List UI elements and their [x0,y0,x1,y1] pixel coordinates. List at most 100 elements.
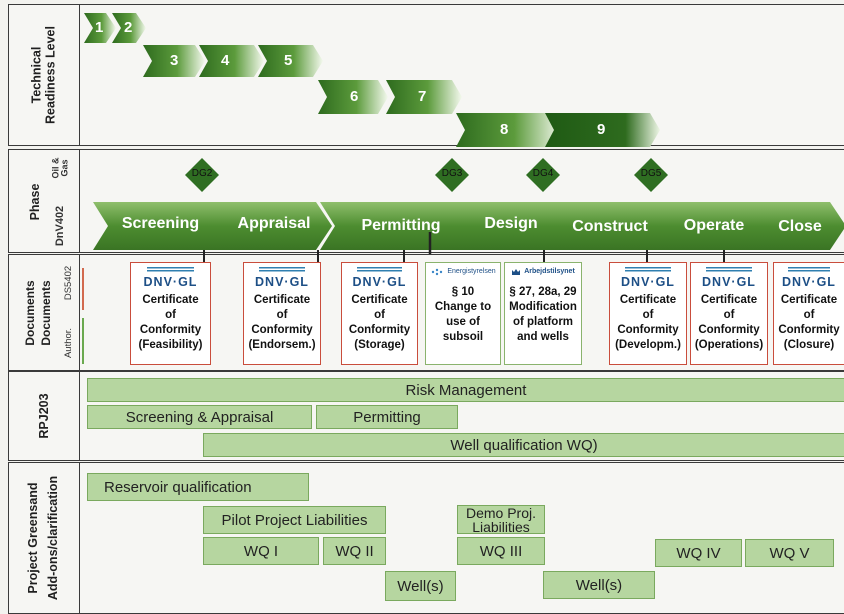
doc-line: (Feasibility) [138,339,203,352]
connector-3 [403,250,405,262]
wq-ii-bar: WQ II [323,537,386,565]
doc-line: (Endorsem.) [248,339,316,352]
wells-bar-2: Well(s) [543,571,655,599]
arbejdstilsynet-text: Arbejdstilsynet [524,268,575,276]
phase-chevron-7 [746,202,844,250]
phase-chevron-5 [539,202,668,250]
dnv-logo-text: DNV·GL [621,275,675,289]
greensand-lane-label: Project Greensand Add-ons/clarification [9,463,80,613]
dnv-logo-lines [146,267,195,273]
phase-chevrons [93,158,844,254]
dnv-logo-text: DNV·GL [782,275,836,289]
dg3-diamond [435,158,469,192]
doc-line: Certificate [700,294,758,307]
phase-appraisal: Appraisal [237,215,311,232]
pilot-project-liabilities-bar: Pilot Project Liabilities [203,506,386,534]
phase-permitting: Permitting [361,217,441,234]
connector-2 [317,250,319,262]
doc-line: of [642,309,654,322]
dnv-logo-text: DNV·GL [143,275,198,289]
trl-step-2 [112,13,146,43]
arbejdstilsynet-logo: Arbejdstilsynet [505,267,581,277]
phase-operate: Operate [683,217,745,234]
connector-5 [646,250,648,262]
trl-number-1: 1 [95,19,104,36]
documents-label-1: Documents [23,280,38,346]
phase-chevron-2 [203,202,332,250]
screening-appraisal-bar: Screening & Appraisal [87,405,312,429]
dg2-diamond [185,158,219,192]
greensand-label-2: Add-ons/clarification [45,475,60,601]
trl-lane-label: Technical Readiness Level [9,5,80,145]
trl-number-3: 3 [170,52,179,69]
trl-number-6: 6 [350,88,359,105]
risk-management-bar: Risk Management [87,378,844,402]
dnv-logo-lines [788,267,830,273]
doc-line: Certificate [351,294,408,307]
phase-chevron-6 [651,202,764,250]
author-label: Author. [63,327,75,359]
doc-line: Certificate [142,294,199,307]
trl-step-7 [386,80,462,114]
ds-red-line [82,268,84,310]
wq-v-bar: WQ V [745,539,834,567]
trl-step-4 [199,45,264,77]
phase-construct: Construct [572,218,648,235]
wq-iv-bar: WQ IV [655,539,742,567]
doc-line: Conformity [348,324,411,337]
documents-label-2: Documents [39,280,54,346]
doc-line: Conformity [251,324,313,337]
phase-screening: Screening [121,215,200,232]
crown-icon [512,269,521,275]
demo-proj-line-1: Demo Proj. [465,504,537,521]
demo-project-liabilities-bar: Demo Proj. Liabilities [457,505,545,534]
energistyrelsen-text: Energistyrelsen [447,268,496,276]
trl-number-5: 5 [284,52,293,69]
trl-arrows [84,13,660,147]
rpj203-lane-label: RPJ203 [9,372,80,460]
dnv-logo-lines [625,267,671,273]
phase-chevron-1 [93,202,222,250]
doc-line: of [723,309,735,322]
wq-iii-bar: WQ III [457,537,545,565]
doc-line: of [276,309,288,322]
dnv-logo-lines [259,267,305,273]
phase-chevron-3 [320,202,472,250]
trl-step-9 [545,113,660,147]
rpj203-label: RPJ203 [36,393,51,439]
dg3-label: DG3 [441,168,463,179]
doc-line: of [165,309,176,322]
doc-line: use of [446,315,480,328]
trl-number-8: 8 [500,121,509,138]
ds5402-label: DS5402 [63,265,75,301]
trl-step-3 [143,45,205,77]
doc-line: of [803,309,815,322]
phase-design: Design [484,215,538,232]
phase-close: Close [778,218,822,235]
dnv-logo-text: DNV·GL [352,275,407,289]
doc-line: subsoil [442,330,484,343]
doc-line: of [374,309,385,322]
connector-1 [203,250,205,262]
doc-line: (Storage) [354,339,405,352]
greensand-label-1: Project Greensand [25,482,40,594]
decision-gate-diamonds [185,158,668,192]
documents-lane-label: Documents Documents DS5402 Author. [9,255,80,370]
wq-i-bar: WQ I [203,537,319,565]
doc-line: Conformity [698,324,760,337]
permitting-bar: Permitting [316,405,458,429]
connector-4 [543,250,545,262]
doc-line: (Closure) [783,339,835,352]
doc-line: § 10 [451,286,475,298]
dg5-diamond [634,158,668,192]
doc-line: (Operations) [694,339,764,352]
phase-lane-label: Phase Oil & Gas DnV402 [9,150,80,252]
well-qualification-bar: Well qualification WQ) [203,433,844,457]
dnv-logo-text: DNV·GL [255,275,309,289]
doc-line: Conformity [778,324,840,337]
trl-step-1 [84,13,116,43]
